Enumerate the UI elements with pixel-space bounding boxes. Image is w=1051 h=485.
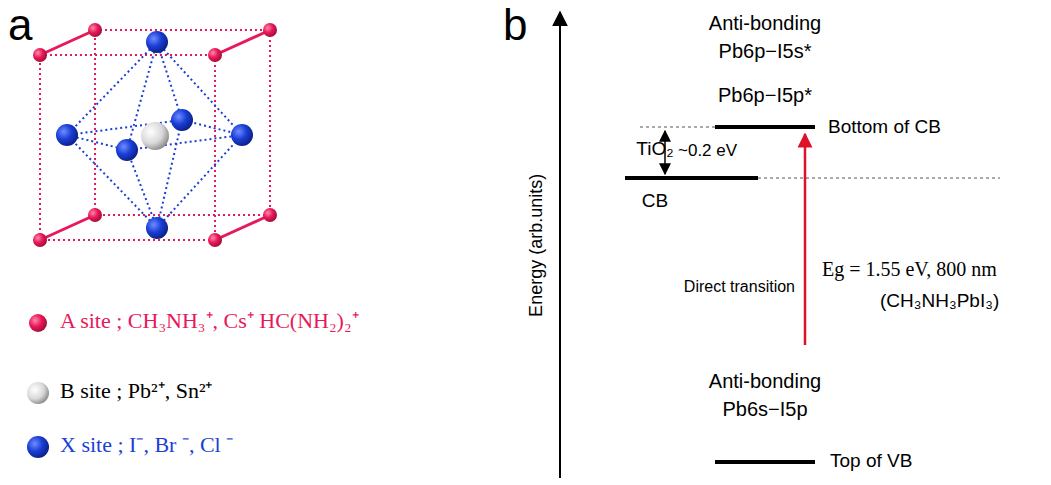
atoms [33, 23, 277, 247]
level-label: CB [642, 190, 668, 212]
legend-swatch [27, 436, 49, 458]
energy-axis [559, 12, 561, 478]
tio2-cb-level [625, 176, 758, 180]
orbital-label: Pb6p−I5p* [718, 84, 812, 107]
legend-swatch [29, 314, 47, 332]
level-label: Top of VB [830, 450, 912, 472]
energy-offset: ~0.2 eV [678, 141, 737, 161]
legend-text: B site ; Pb²⁺, Sn²⁺ [60, 376, 360, 407]
legend-swatch [27, 382, 49, 404]
unit-cell [40, 30, 270, 240]
orbital-label: Anti-bonding [709, 12, 821, 35]
dashed-guide [758, 178, 1000, 179]
legend-text: X site ; I⁻, Br ⁻, Cl ⁻ [60, 430, 360, 461]
transition-label: Direct transition [684, 278, 795, 296]
orbital-label: Anti-bonding [709, 370, 821, 393]
transition-arrow [804, 134, 807, 345]
vb-level [715, 460, 815, 464]
panel-letter: b [503, 0, 527, 51]
legend-text: A site ; CH₃NH₃⁺, Cs⁺ HC(NH₂)₂⁺ [60, 306, 423, 337]
unit-cell-edges [40, 30, 270, 240]
material-label: TiO₂ [636, 138, 673, 160]
bandgap-label: Eg = 1.55 eV, 800 nm [822, 258, 997, 281]
octahedron [67, 42, 242, 228]
panel-letter: a [8, 0, 32, 51]
orbital-label: Pb6s−I5p [722, 398, 807, 421]
orbital-label: Pb6p−I5s* [719, 40, 812, 63]
axis-label: Energy (arb.units) [527, 173, 548, 316]
level-label: Bottom of CB [828, 116, 941, 138]
dashed-guide [640, 127, 715, 128]
material-label: (CH₃NH₃PbI₃) [880, 290, 999, 312]
cb-level [715, 125, 815, 129]
